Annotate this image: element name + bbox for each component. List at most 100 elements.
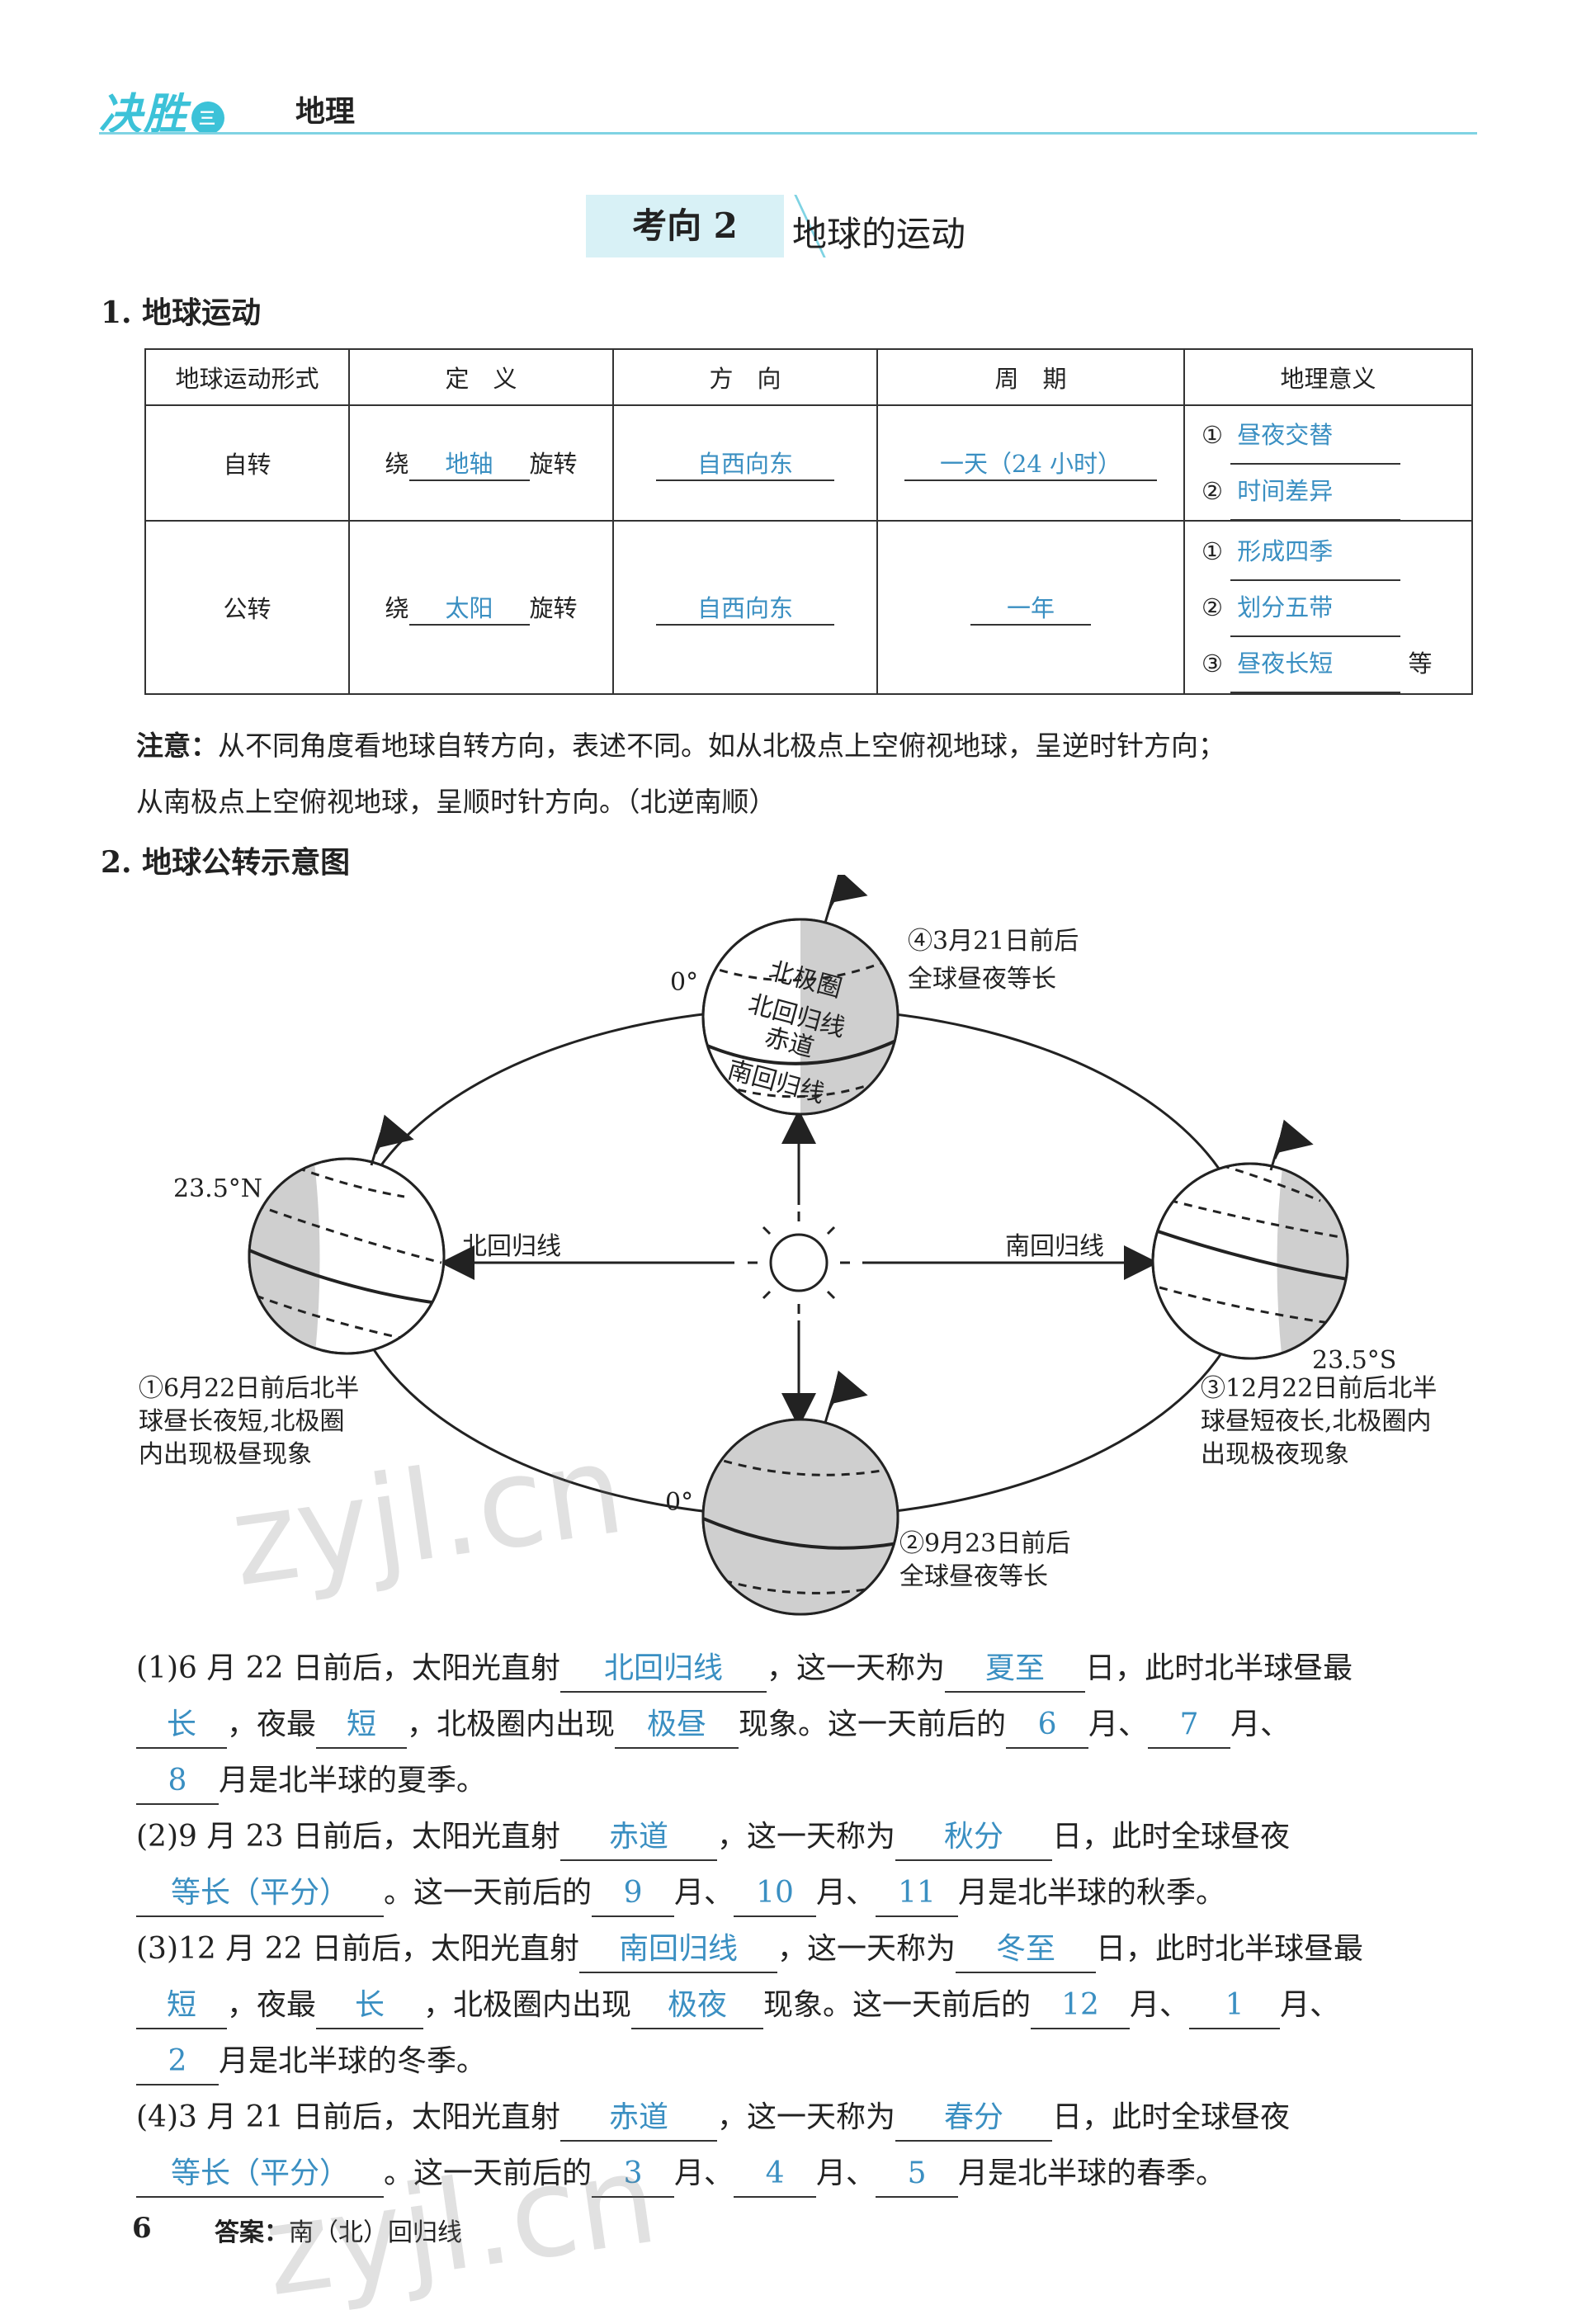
table-header-cell: 地球运动形式 (144, 348, 350, 406)
globe-winter (1151, 1119, 1349, 1360)
question-text: ，北极圈内出现 (423, 1988, 632, 2022)
answer-blank: 极夜 (631, 1983, 764, 2029)
table-header-cell: 方 向 (612, 348, 878, 406)
meaning-answer: 划分五带 (1230, 579, 1401, 637)
motion-period: 一年 (876, 520, 1185, 695)
answer-blank: 6 (1006, 1703, 1089, 1749)
answer-blank: 等长（平分） (136, 2152, 384, 2198)
caption-summer-line3: 内出现极昼现象 (139, 1440, 312, 1469)
meaning-item: ② 划分五带 (1185, 579, 1471, 637)
brand-name: 决胜 (99, 89, 189, 139)
brand-logo: 决胜三卷 (99, 79, 225, 161)
question-1: (1)6 月 22 日前后，太阳光直射北回归线，这一天称为夏至日，此时北半球昼最… (136, 1641, 1489, 1809)
def-suffix: 旋转 (529, 594, 578, 622)
meaning-item: ② 时间差异 (1185, 463, 1471, 521)
note-line: 从南极点上空俯视地球，呈顺时针方向。（北逆南顺） (136, 786, 777, 818)
note-text: 从不同角度看地球自转方向，表述不同。如从北极点上空俯视地球，呈逆时针方向； (218, 730, 1225, 762)
table-header-row: 地球运动形式 定 义 方 向 周 期 地理意义 (144, 348, 1473, 406)
motion-direction: 自西向东 (612, 404, 878, 522)
section-tag: 考向 2 (586, 195, 784, 257)
answer-blank: 长 (316, 1983, 424, 2029)
question-text: 月是北半球的夏季。 (219, 1764, 487, 1797)
answer-blank: 春分 (895, 2095, 1053, 2142)
note-paragraph: 注意：从不同角度看地球自转方向，表述不同。如从北极点上空俯视地球，呈逆时针方向；… (136, 718, 1489, 830)
answer-blank: 长 (136, 1703, 227, 1749)
period-answer: 一年 (970, 589, 1091, 626)
answer-blank: 9 (592, 1871, 675, 1917)
question-text: 月是北半球的秋季。 (958, 1876, 1226, 1910)
question-line: (3)12 月 22 日前后，太阳光直射南回归线，这一天称为冬至日，此时北半球昼… (136, 1921, 1489, 1977)
question-text: (2)9 月 23 日前后，太阳光直射 (136, 1820, 561, 1854)
question-text: ，这一天称为 (717, 1820, 896, 1854)
table-header-cell: 地理意义 (1183, 348, 1473, 406)
question-text: (1)6 月 22 日前后，太阳光直射 (136, 1651, 561, 1685)
motion-meaning: ① 昼夜交替 ② 时间差异 (1183, 404, 1473, 522)
meaning-item: ③ 昼夜长短 等 (1185, 635, 1471, 693)
meaning-answer: 形成四季 (1230, 523, 1401, 581)
meaning-answer: 昼夜交替 (1230, 407, 1401, 465)
def-answer: 太阳 (408, 589, 530, 626)
label-south-lat: 23.5°S (1312, 1346, 1396, 1375)
def-answer: 地轴 (408, 445, 530, 481)
page-number: 6 (132, 2212, 152, 2245)
footer-answer-text: 南（北）回归线 (289, 2218, 462, 2247)
question-text: (4)3 月 21 日前后，太阳光直射 (136, 2100, 561, 2134)
earth-motion-table: 地球运动形式 定 义 方 向 周 期 地理意义 自转 绕地轴旋转 自西向东 一天… (144, 348, 1473, 695)
globe-autumn (701, 1370, 899, 1616)
answer-blank: 8 (136, 1759, 219, 1805)
meaning-answer: 昼夜长短 (1230, 635, 1401, 693)
question-line: (4)3 月 21 日前后，太阳光直射赤道，这一天称为春分日，此时全球昼夜 (136, 2090, 1489, 2146)
answer-blank: 夏至 (945, 1646, 1086, 1693)
question-text: 月是北半球的春季。 (958, 2156, 1226, 2190)
question-text: 月、 (1230, 1708, 1291, 1741)
footer-answer: 答案：南（北）回归线 (215, 2212, 462, 2248)
globe-summer (248, 1114, 446, 1355)
answer-blank: 等长（平分） (136, 1871, 384, 1917)
part2-heading: 2. 地球公转示意图 (101, 845, 351, 880)
question-text: 月、 (1280, 1988, 1340, 2022)
motion-meaning: ① 形成四季 ② 划分五带 ③ 昼夜长短 等 (1183, 520, 1473, 695)
question-text: 月、 (1130, 1988, 1190, 2022)
answer-blank: 4 (734, 2152, 817, 2198)
answer-blank: 短 (316, 1703, 408, 1749)
label-north-lat: 23.5°N (173, 1174, 262, 1203)
sun-icon (748, 1212, 850, 1314)
footer-answer-label: 答案： (215, 2218, 289, 2247)
question-line: (2)9 月 23 日前后，太阳光直射赤道，这一天称为秋分日，此时全球昼夜 (136, 1809, 1489, 1865)
subject-title: 地理 (295, 94, 356, 129)
question-text: 月、 (816, 1876, 876, 1910)
caption-summer-line1: ①6月22日前后北半 (139, 1374, 359, 1403)
question-text: ，北极圈内出现 (407, 1708, 616, 1741)
answer-blank: 5 (876, 2152, 959, 2198)
answer-blank: 短 (136, 1983, 227, 2029)
question-text: 月是北半球的冬季。 (219, 2044, 487, 2078)
caption-winter-line2: 球昼短夜长,北极圈内 (1201, 1407, 1432, 1436)
caption-spring-line2: 全球昼夜等长 (908, 965, 1056, 994)
question-text: 月、 (816, 2156, 876, 2190)
section-title: 地球的运动 (792, 214, 966, 254)
answer-blank: 12 (1031, 1983, 1131, 2029)
motion-definition: 绕地轴旋转 (348, 404, 614, 522)
def-suffix: 旋转 (529, 450, 578, 478)
answer-blank: 3 (592, 2152, 675, 2198)
question-text: ，夜最 (227, 1988, 317, 2022)
answer-blank: 南回归线 (578, 1927, 777, 1973)
meaning-num: ① (1202, 537, 1223, 565)
question-text: 。这一天前后的 (384, 2156, 592, 2190)
revolution-diagram: 0° 北极圈 北回归线 赤道 南回归线 ④3月21日前后 全球昼夜等长 23.5… (139, 875, 1437, 1616)
note-label: 注意： (136, 730, 218, 762)
answer-blank: 冬至 (955, 1927, 1096, 1973)
meaning-item: ① 形成四季 (1185, 523, 1471, 581)
answer-blank: 北回归线 (560, 1646, 767, 1693)
def-prefix: 绕 (385, 450, 409, 478)
motion-direction: 自西向东 (612, 520, 878, 695)
label-left-arrow: 北回归线 (462, 1232, 561, 1261)
caption-autumn-line2: 全球昼夜等长 (899, 1562, 1048, 1591)
question-text: 现象。这一天前后的 (763, 1988, 1032, 2022)
header-divider (99, 132, 1477, 135)
question-text: 日，此时北半球昼最 (1085, 1651, 1353, 1685)
answer-blank: 10 (734, 1871, 817, 1917)
table-row: 自转 绕地轴旋转 自西向东 一天（24 小时） ① 昼夜交替 ② 时间差异 (144, 404, 1473, 522)
